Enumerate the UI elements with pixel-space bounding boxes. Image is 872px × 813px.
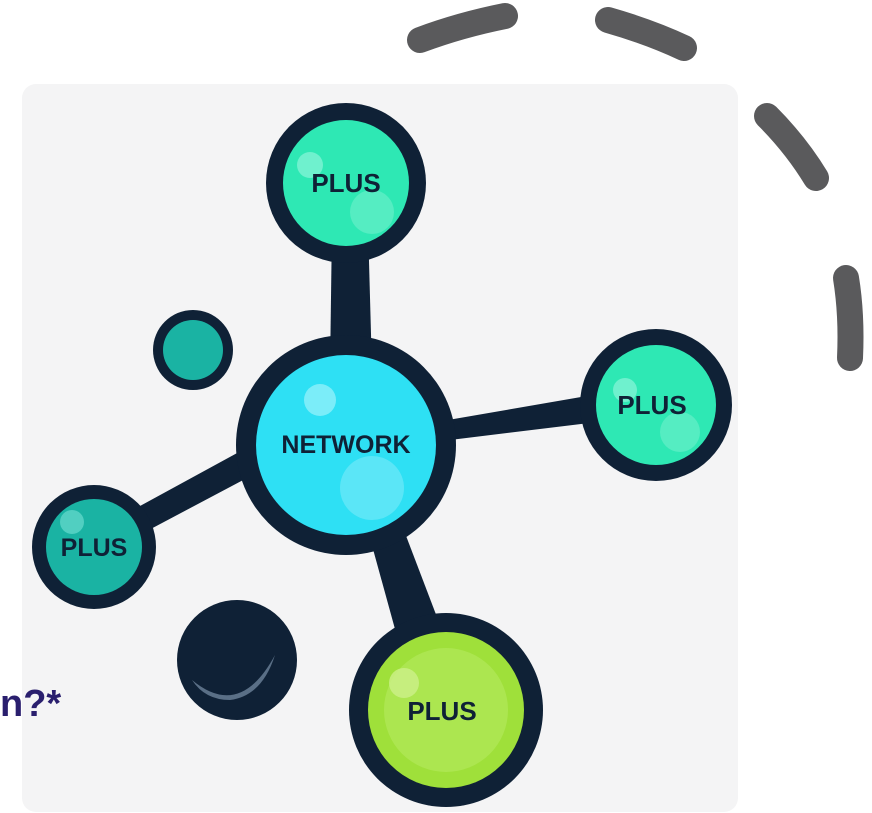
- plus-node-right-label: PLUS: [617, 390, 686, 420]
- connector-right: [448, 392, 614, 440]
- plus-node-top-label: PLUS: [311, 168, 380, 198]
- network-center-node: NETWORK: [236, 335, 456, 555]
- plus-node-top: PLUS: [266, 103, 426, 263]
- plus-node-left: PLUS: [32, 485, 156, 609]
- decorative-moon-node: [177, 600, 297, 720]
- plus-node-bottom-label: PLUS: [407, 696, 476, 726]
- plus-node-left-label: PLUS: [61, 534, 128, 562]
- connector-left: [118, 446, 262, 540]
- plus-node-right: PLUS: [580, 329, 732, 481]
- decorative-teal-dot: [153, 310, 233, 390]
- question-text-fragment: n?*: [0, 683, 62, 725]
- connector-bottom: [365, 520, 440, 640]
- network-center-label: NETWORK: [281, 431, 410, 459]
- plus-node-bottom: PLUS: [349, 613, 543, 807]
- dashed-arc: [407, 3, 864, 371]
